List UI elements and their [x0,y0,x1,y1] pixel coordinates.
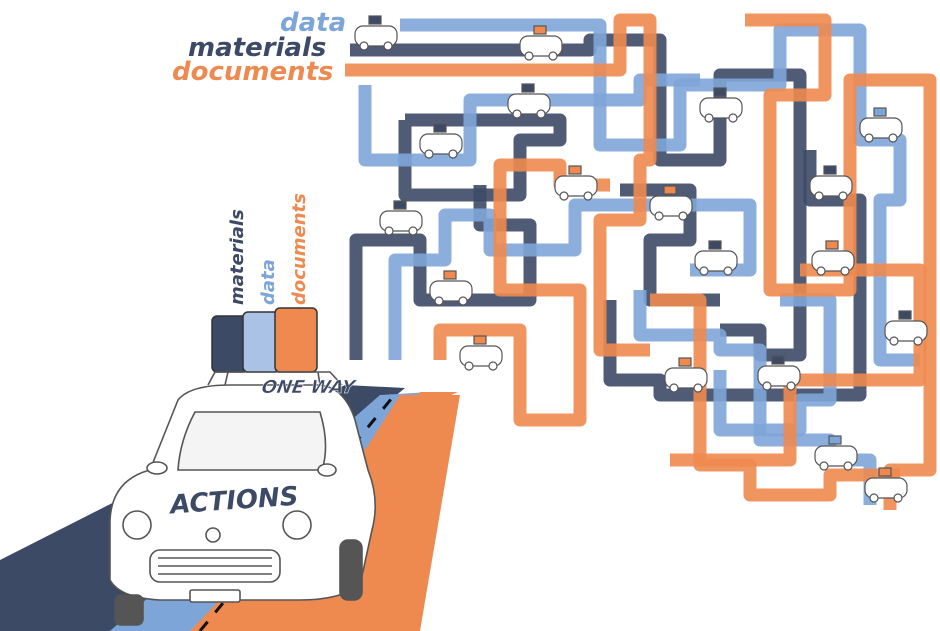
headlight-left [122,510,152,540]
pipe-orange-top [345,13,657,357]
small-car-icon [859,107,903,143]
windshield [177,411,327,471]
small-car-icon [664,357,708,393]
headlight-right [282,510,312,540]
legend-materials: materials [188,33,326,63]
small-car-icon [419,123,463,159]
mirror-right [317,463,337,477]
luggage-label-materials: materials [227,209,248,305]
small-car-icon [694,240,738,276]
pipe-blue-mid [388,198,757,360]
luggage-blue [242,311,280,373]
small-car-icon [864,467,908,503]
small-car-icon [354,15,398,51]
pipe-orange-low [650,293,900,502]
small-car-icon [814,435,858,471]
emblem [205,527,221,543]
pipe-navy-mid [398,113,567,202]
grille-lines [158,557,272,575]
pipe-orange-mid [433,158,610,427]
small-car-icon [809,165,853,201]
luggage-label-data: data [258,259,279,305]
small-car-icon [757,355,801,391]
small-car-icon [649,185,693,221]
legend-data: data [280,8,346,38]
wheel-left [114,594,144,626]
one-way-sign: ONE WAY [260,377,359,398]
wheel-right [339,539,363,601]
small-car-icon [699,87,743,123]
license-plate [189,589,241,603]
luggage-icon [211,307,318,373]
pipe-blue-right [713,293,837,437]
legend-documents: documents [172,57,334,87]
small-car-icon [811,240,855,276]
pipe-blue-loop [358,73,700,167]
mirror-left [146,461,168,475]
pipes-orange [345,13,937,510]
small-car-icon [379,200,423,236]
luggage-label-documents: documents [289,193,310,305]
pipe-orange-right [745,13,937,510]
small-car-icon [884,310,928,346]
small-car-icon [554,165,598,201]
small-car-icon [519,25,563,61]
small-car-icon [459,335,503,371]
car-icon [109,371,376,626]
small-cars [354,15,928,503]
pipe-orange-loop [670,263,927,467]
small-car-icon [507,83,551,119]
small-car-icon [429,270,473,306]
luggage-orange [274,307,318,373]
roof-rack [207,371,343,386]
